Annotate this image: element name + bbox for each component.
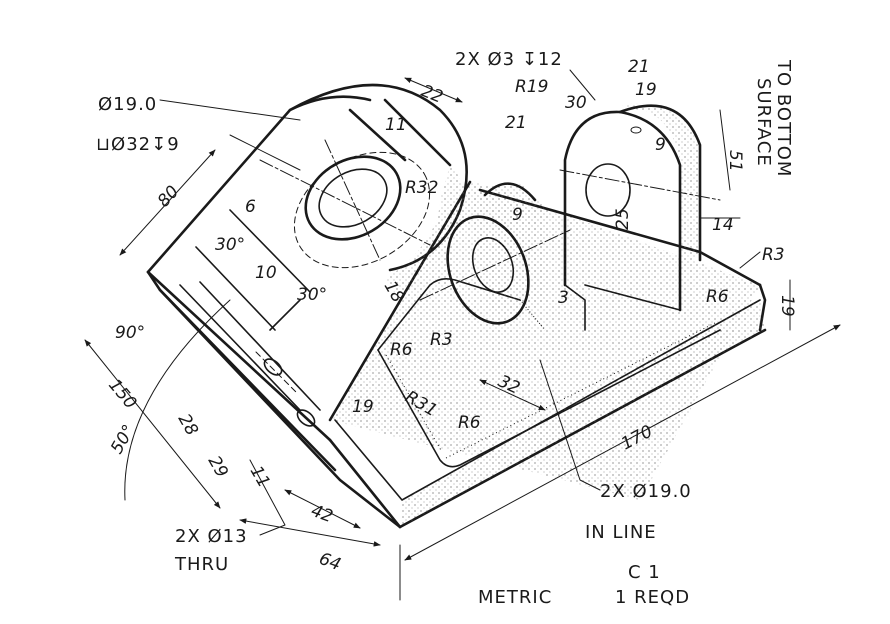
dim-9-cylinder: 9 — [512, 205, 523, 225]
dim-30-clevis: 30 — [565, 93, 587, 113]
dim-90: 90° — [115, 323, 145, 343]
right-clevis — [559, 103, 721, 331]
dim-14: 14 — [712, 215, 734, 235]
dimension-lines — [84, 69, 841, 601]
dim-3: 3 — [558, 288, 569, 308]
note-holes-bottom: 2X Ø19.0 — [600, 481, 692, 502]
dim-64: 64 — [316, 549, 343, 575]
dim-6: 6 — [245, 197, 256, 217]
round-boss — [259, 83, 468, 300]
note-qty-reqd: 1 REQD — [615, 587, 690, 608]
note-holes-top: 2X Ø3 ↧12 — [455, 49, 563, 70]
left-angled-block — [146, 95, 402, 529]
dim-19-right: 19 — [777, 295, 797, 317]
dim-51: 51 — [725, 150, 745, 172]
note-in-line: IN LINE — [585, 522, 657, 543]
dim-50: 50° — [107, 421, 139, 457]
dim-80: 80 — [154, 182, 183, 211]
dim-11-base: 11 — [246, 463, 274, 492]
dim-29: 29 — [204, 453, 232, 482]
dim-r6-bottom: R6 — [458, 413, 481, 433]
dim-19-top: 19 — [635, 80, 657, 100]
center-cylinder — [419, 182, 571, 325]
dim-150: 150 — [104, 375, 140, 413]
dim-30-upper: 30° — [215, 235, 245, 255]
dim-r32: R32 — [405, 178, 438, 198]
dim-9-clevis: 9 — [655, 135, 666, 155]
note-metric: METRIC — [478, 587, 552, 608]
note-qty-code: C 1 — [628, 562, 661, 583]
dim-10: 10 — [255, 263, 277, 283]
dim-42: 42 — [308, 501, 335, 527]
note-surface: SURFACE — [753, 78, 774, 167]
note-thru: THRU — [174, 554, 229, 575]
dim-21-left: 21 — [505, 113, 527, 133]
note-thru-holes: 2X Ø13 — [175, 526, 248, 547]
note-counterbore: ⊔Ø32↧9 — [96, 134, 180, 155]
dim-11: 11 — [385, 115, 407, 135]
dim-28: 28 — [174, 411, 202, 440]
note-bore-dia: Ø19.0 — [98, 94, 157, 115]
dim-25: 25 — [613, 208, 633, 230]
dim-r3-left: R3 — [430, 330, 453, 350]
dim-r6-left: R6 — [390, 340, 413, 360]
dim-21-right: 21 — [628, 57, 650, 77]
dim-r6-right: R6 — [706, 287, 729, 307]
dim-30-lower: 30° — [297, 285, 327, 305]
dim-r3-right: R3 — [762, 245, 785, 265]
dim-r19: R19 — [515, 77, 548, 97]
dim-19-pocket: 19 — [352, 397, 374, 417]
note-to-bottom: TO BOTTOM — [773, 59, 794, 177]
